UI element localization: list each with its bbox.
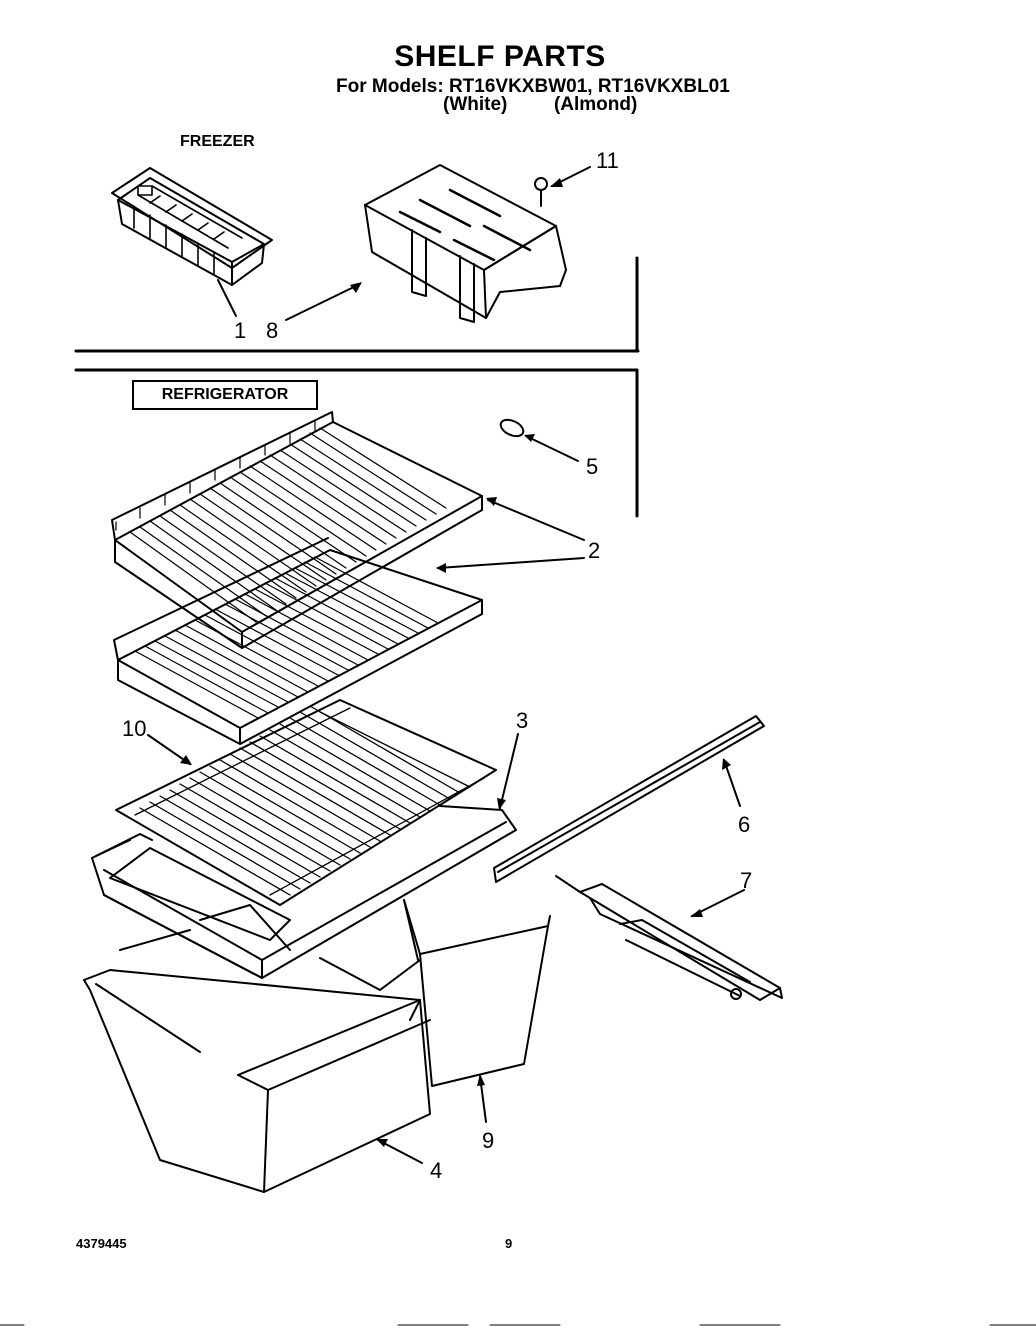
screw-part-11: [534, 177, 548, 207]
variant-white: (White): [443, 94, 508, 115]
crisper-drawer-part-4: [83, 904, 431, 1193]
callout-2: 2: [588, 538, 601, 563]
variant-almond: (Almond): [553, 94, 638, 115]
model-variants: (White) (Almond): [443, 94, 637, 116]
wire-shelf-lower-part-2: [113, 537, 483, 745]
freezer-shelf-part-8: [364, 164, 567, 323]
leader-8: [285, 283, 361, 321]
callout-1: 1: [234, 318, 247, 343]
clip-part-5: [499, 418, 525, 438]
leader-5: [525, 435, 579, 462]
trim-strip-part-6: [493, 715, 765, 883]
page-title: SHELF PARTS: [394, 40, 606, 73]
freezer-frame: [74, 256, 640, 518]
leader-1: [217, 279, 237, 317]
page-number: 9: [505, 1236, 513, 1251]
callout-8: 8: [266, 318, 279, 343]
leader-2a: [487, 499, 585, 541]
callout-4: 4: [430, 1158, 443, 1183]
section-freezer-label: FREEZER: [180, 133, 255, 150]
callout-9: 9: [482, 1128, 495, 1153]
models-line: For Models: RT16VKXBW01, RT16VKXBL01: [336, 76, 730, 97]
section-refrigerator-label: REFRIGERATOR: [132, 380, 318, 410]
callout-7: 7: [740, 868, 753, 893]
bracket-part-7: [555, 875, 783, 1001]
leader-6: [723, 759, 741, 807]
callout-3: 3: [516, 708, 529, 733]
crisper-drawer-part-9: [319, 899, 551, 1087]
leader-2b: [437, 557, 585, 569]
part-number: 4379445: [76, 1236, 127, 1251]
leader-3: [499, 733, 519, 809]
ice-tray-part-1: [111, 167, 273, 286]
callout-11: 11: [596, 148, 619, 173]
callout-10: 10: [122, 716, 147, 741]
wire-shelf-upper-part-2: [111, 411, 483, 649]
crisper-cover-part-3: [91, 805, 517, 979]
callout-6: 6: [738, 812, 751, 837]
callout-5: 5: [586, 454, 599, 479]
glass-shelf-part-10: [115, 699, 497, 906]
